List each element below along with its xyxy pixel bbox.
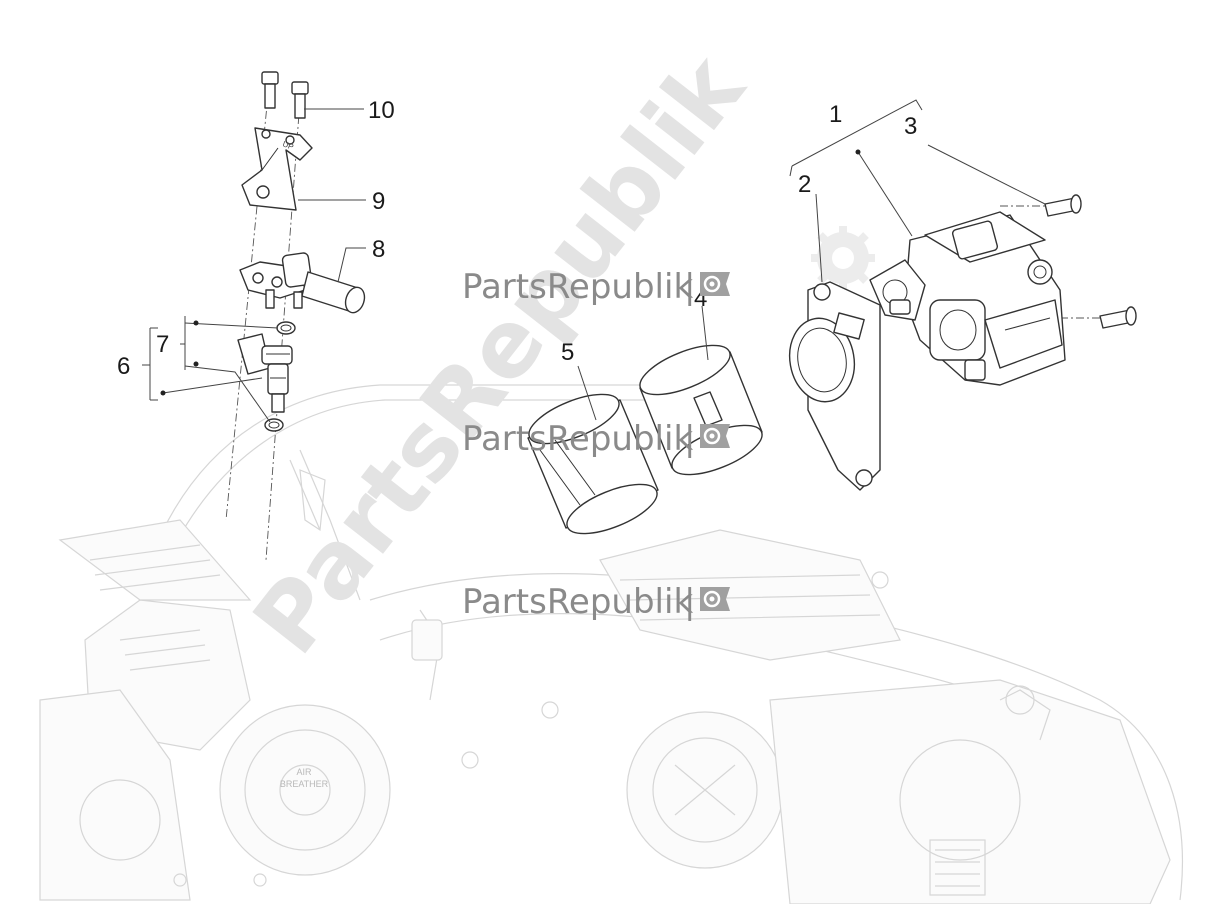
part-6-injector (237, 333, 293, 413)
watermark-text-3: PartsRepublik (462, 582, 693, 622)
callout-8: 8 (372, 236, 385, 263)
callout-7: 7 (156, 331, 169, 358)
callout-6: 6 (117, 353, 130, 380)
part-3-screws (1044, 194, 1137, 329)
callouts: 10 9 8 7 6 5 4 2 1 3 (117, 97, 917, 380)
watermark-text-1: PartsRepublik (462, 267, 693, 307)
engine-label-breather: BREATHER (280, 779, 329, 789)
callout-2: 2 (798, 171, 811, 198)
watermark-text-2: PartsRepublik (462, 419, 693, 459)
engine-ghost (39, 384, 1183, 904)
leader-lines (142, 99, 1046, 423)
callout-5: 5 (561, 339, 574, 366)
part-9-bracket: UP (241, 127, 313, 211)
part-4-clamp (639, 344, 763, 476)
part-10-bolts (261, 71, 309, 119)
gear-flag-icon (700, 587, 730, 611)
part-2-adapter (788, 281, 881, 491)
gear-flag-icon (700, 272, 730, 296)
part-8-sensor (239, 252, 366, 314)
watermark-separator-2: | (684, 419, 695, 459)
callout-3: 3 (904, 113, 917, 140)
alignment-axis-screws (1000, 205, 1105, 319)
callout-9: 9 (372, 188, 385, 215)
engine-label-air: AIR (296, 767, 312, 777)
watermark-separator-1: | (684, 267, 695, 307)
watermark-row-2: PartsRepublik | (462, 419, 730, 459)
callout-10: 10 (368, 97, 395, 124)
watermark-big-gear-icon (811, 226, 875, 290)
bracket-up-mark: UP (281, 139, 295, 151)
watermark-row-3: PartsRepublik | (462, 582, 730, 622)
watermark-separator-3: | (684, 582, 695, 622)
gear-flag-icon (700, 424, 730, 448)
part-5-sleeve (527, 393, 659, 535)
callout-1: 1 (829, 101, 842, 128)
part-1-throttle-body (869, 211, 1066, 386)
watermark-row-1: PartsRepublik | (462, 267, 730, 307)
